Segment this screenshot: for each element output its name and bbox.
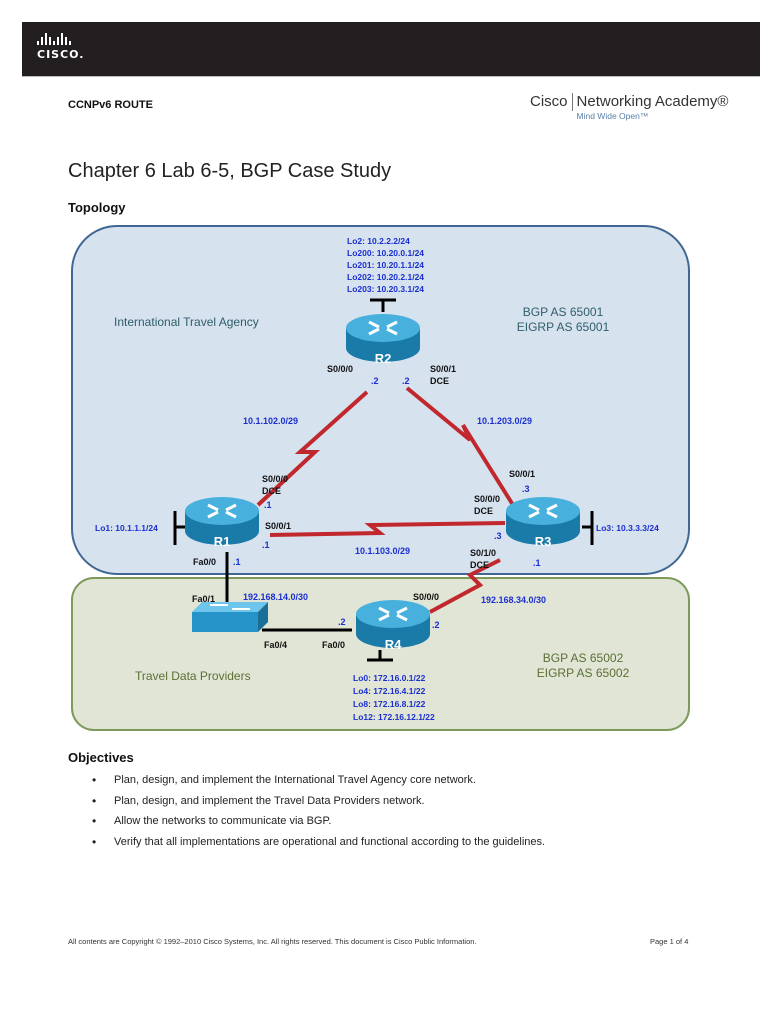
loopback-r2-2: Lo201: 10.20.1.1/24 xyxy=(347,260,424,270)
ip-r1-fa00: .1 xyxy=(233,557,241,567)
ip-r3-s000: .3 xyxy=(494,531,502,541)
page-number: Page 1 of 4 xyxy=(650,937,689,946)
cisco-logo: CISCO. xyxy=(37,33,84,61)
router-r3[interactable]: R3 xyxy=(504,495,582,549)
loopback-r4-1: Lo4: 172.16.4.1/22 xyxy=(353,686,426,696)
networking-academy-logo: Cisco Networking Academy® Mind Wide Open… xyxy=(530,93,728,121)
if-r3-s001: S0/0/1 xyxy=(509,469,535,479)
objective-item: Verify that all implementations are oper… xyxy=(92,835,545,857)
area-as-eigrp-65002: EIGRP AS 65002 xyxy=(537,666,630,680)
loopback-r4-0: Lo0: 172.16.0.1/22 xyxy=(353,673,426,683)
if-r1-s000: S0/0/0 xyxy=(262,474,288,484)
router-label-r2: R2 xyxy=(375,351,392,366)
objective-item: Allow the networks to communicate via BG… xyxy=(92,814,545,836)
router-r4[interactable]: R4 xyxy=(354,598,432,652)
if-r2-s000: S0/0/0 xyxy=(327,364,353,374)
loopback-r2-0: Lo2: 10.2.2.2/24 xyxy=(347,236,410,246)
loopback-r1-0: Lo1: 10.1.1.1/24 xyxy=(95,523,158,533)
if-r1-s001: S0/0/1 xyxy=(265,521,291,531)
router-label-r3: R3 xyxy=(535,534,552,549)
academy-name: Networking Academy® xyxy=(576,93,729,110)
objective-item: Plan, design, and implement the Travel D… xyxy=(92,794,545,816)
ip-r1-s000: .1 xyxy=(264,500,272,510)
cisco-bars-icon xyxy=(37,33,84,45)
objective-item: Plan, design, and implement the Internat… xyxy=(92,773,545,795)
serial-link-r1-r3 xyxy=(269,521,506,537)
if-sw-fa04: Fa0/4 xyxy=(264,640,287,650)
subnet-r1-r3: 10.1.103.0/29 xyxy=(355,546,410,556)
objectives-heading: Objectives xyxy=(68,750,134,765)
page-title: Chapter 6 Lab 6-5, BGP Case Study xyxy=(68,160,392,182)
area-as-bgp-65002: BGP AS 65002 xyxy=(543,651,624,665)
router-label-r1: R1 xyxy=(214,534,231,549)
subnet-r1-r2: 10.1.102.0/29 xyxy=(243,416,298,426)
cisco-banner: CISCO. xyxy=(22,22,760,77)
serial-link-r1-r2 xyxy=(256,390,369,507)
ip-r2-s000: .2 xyxy=(371,376,379,386)
topology-diagram: International Travel Agency BGP AS 65001… xyxy=(71,225,690,731)
if-r2-dce: DCE xyxy=(430,376,449,386)
router-r2[interactable]: R2 xyxy=(344,312,422,366)
switch-icon[interactable] xyxy=(192,602,268,632)
area-labels: International Travel Agency BGP AS 65001… xyxy=(114,305,630,683)
course-name: CCNPv6 ROUTE xyxy=(68,99,153,111)
ip-r3-s001: .3 xyxy=(522,484,530,494)
if-r4-fa00: Fa0/0 xyxy=(322,640,345,650)
if-r3-s000: S0/0/0 xyxy=(474,494,500,504)
loopback-r4-3: Lo12: 172.16.12.1/22 xyxy=(353,712,435,722)
copyright-footer: All contents are Copyright © 1992–2010 C… xyxy=(68,937,477,946)
router-label-r4: R4 xyxy=(385,637,402,652)
subnet-r3-r4: 192.168.34.0/30 xyxy=(481,595,546,605)
if-r3-s010: S0/1/0 xyxy=(470,548,496,558)
if-r3-dce: DCE xyxy=(474,506,493,516)
ip-r3-s010: .1 xyxy=(533,558,541,568)
academy-cisco: Cisco xyxy=(530,93,573,111)
objectives-list: Plan, design, and implement the Internat… xyxy=(92,773,545,857)
if-sw-fa01: Fa0/1 xyxy=(192,594,215,604)
area-international-travel-agency xyxy=(71,225,690,575)
area-as-bgp-65001: BGP AS 65001 xyxy=(523,305,604,319)
if-r2-s001: S0/0/1 xyxy=(430,364,456,374)
area-name-ita: International Travel Agency xyxy=(114,315,259,329)
topology-heading: Topology xyxy=(68,200,126,215)
loopback-r4-2: Lo8: 172.16.8.1/22 xyxy=(353,699,426,709)
if-r4-s000: S0/0/0 xyxy=(413,592,439,602)
subnet-r2-r3: 10.1.203.0/29 xyxy=(477,416,532,426)
loopback-r3-0: Lo3: 10.3.3.3/24 xyxy=(596,523,659,533)
subnet-r1-r4: 192.168.14.0/30 xyxy=(243,592,308,602)
router-r1[interactable]: R1 xyxy=(183,495,261,549)
ip-r4-s000: .2 xyxy=(432,620,440,630)
loopback-r2-3: Lo202: 10.20.2.1/24 xyxy=(347,272,424,282)
ip-r4-fa00: .2 xyxy=(338,617,346,627)
loopback-r2-1: Lo200: 10.20.0.1/24 xyxy=(347,248,424,258)
area-as-eigrp-65001: EIGRP AS 65001 xyxy=(517,320,610,334)
if-r1-fa00: Fa0/0 xyxy=(193,557,216,567)
loopback-r2-4: Lo203: 10.20.3.1/24 xyxy=(347,284,424,294)
area-name-tdp: Travel Data Providers xyxy=(135,669,251,683)
ip-r2-s001: .2 xyxy=(402,376,410,386)
serial-link-r3-r4 xyxy=(429,558,501,614)
if-r1-dce: DCE xyxy=(262,486,281,496)
cisco-wordmark: CISCO. xyxy=(37,48,85,61)
academy-tagline: Mind Wide Open™ xyxy=(576,111,649,121)
serial-link-r2-r3 xyxy=(405,386,515,507)
ip-r1-s001: .1 xyxy=(262,540,270,550)
if-r3-dce2: DCE xyxy=(470,560,489,570)
